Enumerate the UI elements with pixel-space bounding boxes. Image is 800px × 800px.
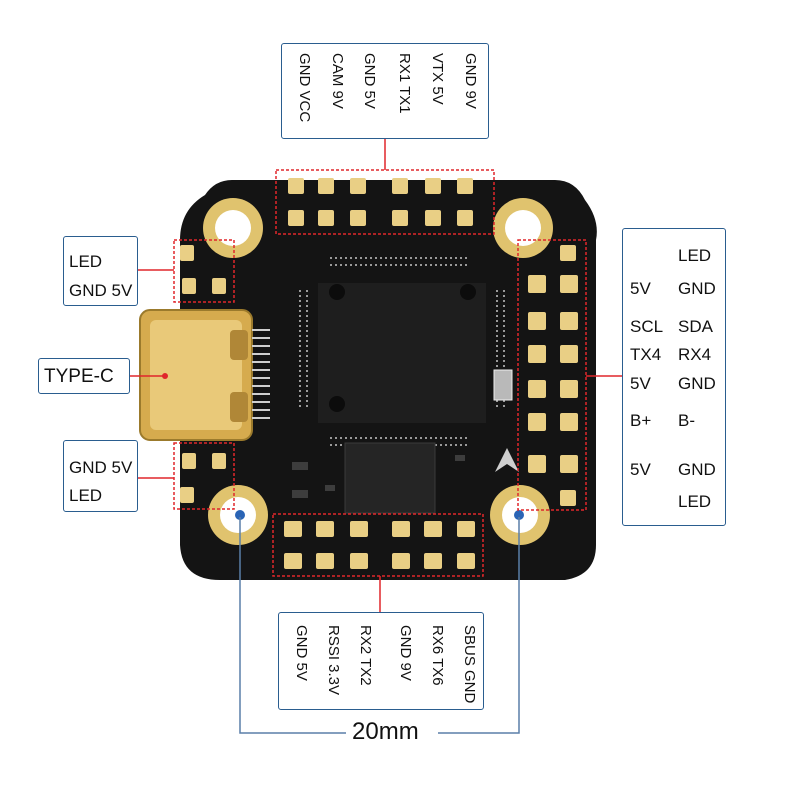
right-r3a: SCL xyxy=(630,317,664,336)
right-r5a: 5V xyxy=(630,374,651,393)
bottom-label-col6: SBUS GND xyxy=(461,625,478,704)
right-pinout-label xyxy=(622,228,726,526)
top-label-col3: GND 5V xyxy=(361,53,378,109)
top-label-col4: RX1 TX1 xyxy=(396,53,413,114)
orientation-arrow xyxy=(495,448,519,472)
small-components xyxy=(292,455,465,498)
top-pads xyxy=(288,178,473,226)
red-leader-lines xyxy=(130,138,622,612)
bottom-pinout-label xyxy=(278,612,484,710)
bottom-label-col2: RSSI 3.3V xyxy=(325,625,342,696)
right-pads xyxy=(528,245,578,506)
left-top-label xyxy=(63,236,138,306)
top-label-col1: GND VCC xyxy=(296,53,313,123)
right-r6a: B+ xyxy=(630,411,652,430)
top-label-col6: GND 9V xyxy=(462,53,479,109)
bottom-label-col3: RX2 TX2 xyxy=(357,625,374,686)
left-top-gnd5v: GND 5V xyxy=(69,281,133,300)
typec-label xyxy=(38,358,130,394)
mounting-holes xyxy=(203,198,553,545)
dimension-lines xyxy=(239,517,520,734)
top-label-col5: VTX 5V xyxy=(429,53,446,105)
left-pads xyxy=(180,245,226,503)
usb-c-port xyxy=(139,309,270,441)
top-label-col2: CAM 9V xyxy=(329,53,346,109)
top-pinout-label xyxy=(281,43,489,139)
right-r4b: RX4 xyxy=(678,345,712,364)
bottom-label-col4: GND 9V xyxy=(397,625,414,681)
right-r3b: SDA xyxy=(678,317,713,336)
bottom-label-col5: RX6 TX6 xyxy=(429,625,446,686)
right-r2b: GND xyxy=(678,279,716,298)
left-top-led: LED xyxy=(69,252,103,271)
right-r4a: TX4 xyxy=(630,345,662,364)
dimension-label: 20mm xyxy=(352,718,419,745)
left-bottom-gnd5v: GND 5V xyxy=(69,458,133,477)
right-r5b: GND xyxy=(678,374,716,393)
mcu-chip xyxy=(299,257,505,446)
typec-text: TYPE-C xyxy=(44,366,114,387)
gyro-chip xyxy=(344,442,436,514)
crystal xyxy=(493,369,513,401)
right-led1: LED xyxy=(678,246,712,265)
bottom-label-col1: GND 5V xyxy=(293,625,310,681)
right-r2a: 5V xyxy=(630,279,651,298)
red-markers xyxy=(173,169,587,577)
right-led2: LED xyxy=(678,492,712,511)
left-bottom-label xyxy=(63,440,138,512)
left-bottom-led: LED xyxy=(69,486,103,505)
right-r6b: B- xyxy=(678,411,695,430)
right-r7a: 5V xyxy=(630,460,651,479)
typec-marker-dot xyxy=(162,373,168,379)
right-r7b: GND xyxy=(678,460,716,479)
bottom-pads xyxy=(284,521,475,569)
